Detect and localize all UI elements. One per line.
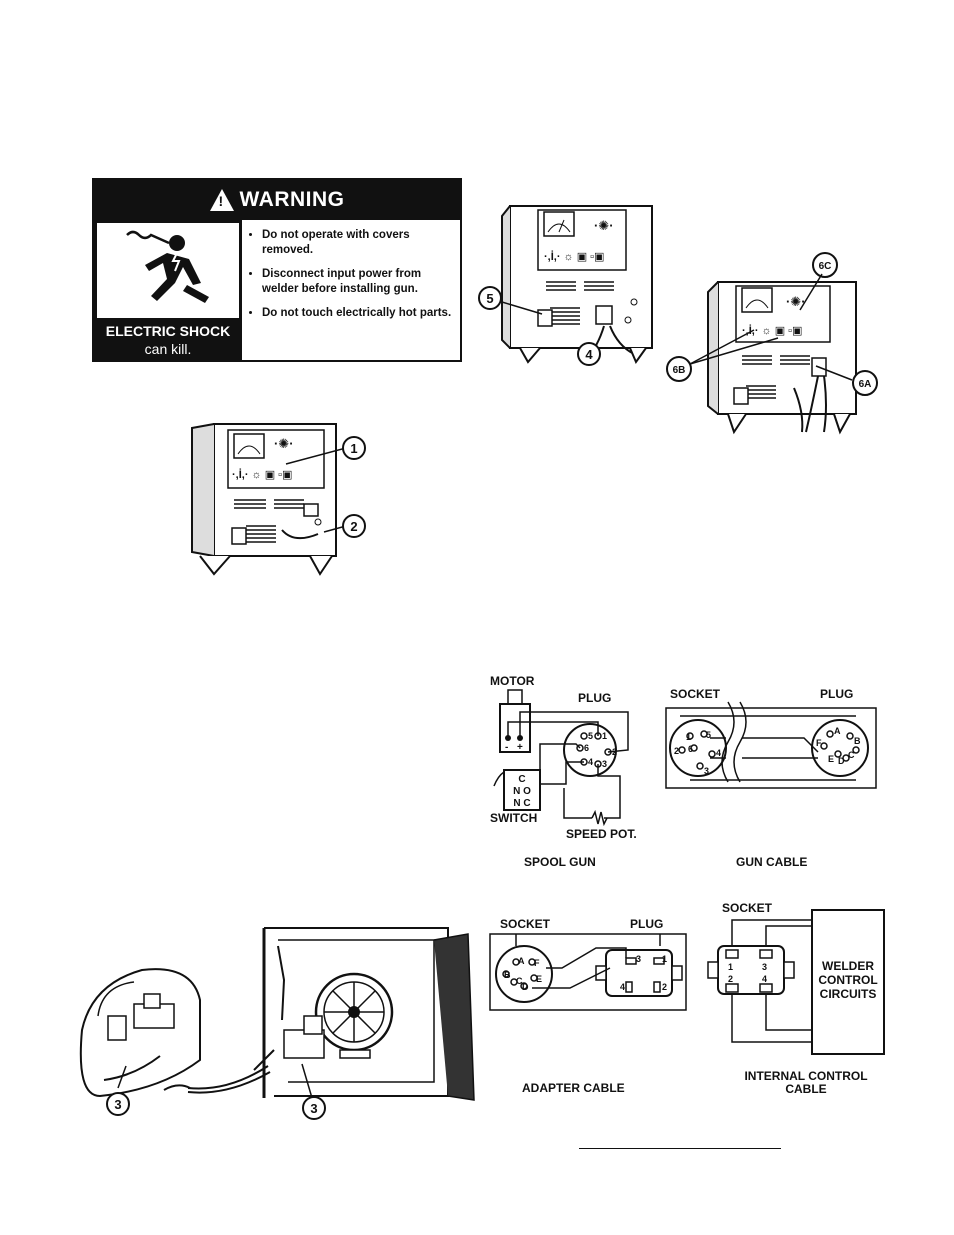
welder-box-line: WELDER — [822, 959, 874, 973]
gun-plug-pin: A — [834, 726, 841, 736]
callout-6a: 6A — [852, 370, 878, 396]
gun-socket-pin: 2 — [674, 746, 679, 756]
callout-2-label: 2 — [350, 519, 357, 534]
warning-triangle-icon: ! — [209, 189, 234, 211]
warning-bullet: Disconnect input power from welder befor… — [262, 267, 454, 297]
callout-3b: 3 — [302, 1096, 326, 1120]
spool-pin: 6 — [584, 743, 589, 753]
svg-text:·,İ,· ☼ ▣ ▫▣: ·,İ,· ☼ ▣ ▫▣ — [232, 468, 292, 481]
divider-rule — [579, 1148, 781, 1149]
spool-pin: 5 — [588, 731, 593, 741]
gun-plug-pin: B — [854, 736, 861, 746]
callout-6b: 6B — [666, 356, 692, 382]
svg-text:·,İ,· ☼ ▣ ▫▣: ·,İ,· ☼ ▣ ▫▣ — [544, 250, 604, 263]
gun-cable-schematic: SOCKET PLUG 1 5 2 6 4 3 A B F E D C GUN … — [665, 687, 877, 869]
hazard-subtext: can kill. — [144, 341, 192, 357]
gun-plug-pin: E — [828, 754, 834, 764]
callout-5-label: 5 — [486, 291, 493, 306]
internal-pin: 1 — [728, 962, 733, 972]
warning-bullet: Do not operate with covers removed. — [262, 228, 454, 258]
welder-front-view-b: ·✺· ·,İ,· ☼ ▣ ▫▣ — [707, 281, 857, 435]
welder-box-line: CIRCUITS — [820, 987, 877, 1001]
welder-front-view-a: ·✺· ·,İ,· ☼ ▣ ▫▣ — [501, 205, 653, 365]
welder-front-view-c: ·✺· ·,İ,· ☼ ▣ ▫▣ — [191, 423, 346, 576]
spool-gun-schematic: MOTOR PLUG -+ 5 1 6 2 4 3 C N O N C SWIT… — [490, 674, 637, 869]
svg-text:·✺·: ·✺· — [274, 436, 294, 451]
motor-label: MOTOR — [490, 674, 535, 688]
svg-text:+: + — [517, 742, 523, 753]
callout-1: 1 — [342, 436, 366, 460]
warning-header: ! WARNING — [94, 180, 460, 220]
callout-5: 5 — [478, 286, 502, 310]
adapter-socket-pin: D — [522, 982, 529, 992]
switch-c: C — [518, 774, 525, 785]
callout-2: 2 — [342, 514, 366, 538]
gun-cable-caption: GUN CABLE — [736, 855, 807, 869]
warning-label: ! WARNING ELECTRIC SHOCK can kill. Do no… — [92, 178, 462, 362]
spool-plug-label: PLUG — [578, 691, 611, 705]
adapter-socket-pin: A — [518, 956, 525, 966]
gun-socket-pin: 3 — [704, 766, 709, 776]
callout-1-label: 1 — [350, 441, 357, 456]
adapter-socket-pin: E — [536, 974, 542, 984]
switch-no: N O — [513, 786, 531, 797]
adapter-plug-pin: 1 — [662, 954, 667, 964]
adapter-socket-label: SOCKET — [500, 917, 551, 931]
svg-text:·,İ,· ☼ ▣ ▫▣: ·,İ,· ☼ ▣ ▫▣ — [742, 324, 802, 337]
speed-pot-label: SPEED POT. — [566, 827, 637, 841]
leader-lines-6 — [689, 273, 853, 381]
svg-text:·✺·: ·✺· — [594, 218, 614, 233]
adapter-plug-label: PLUG — [630, 917, 663, 931]
internal-pin: 2 — [728, 974, 733, 984]
adapter-plug-pin: 4 — [620, 982, 625, 992]
warning-bullet: Do not touch electrically hot parts. — [262, 306, 454, 321]
adapter-cable-schematic: SOCKET PLUG A B F C D E 3 1 4 2 ADAPTER … — [489, 917, 687, 1095]
internal-socket-label: SOCKET — [722, 901, 773, 915]
internal-pin: 4 — [762, 974, 767, 984]
warning-title: WARNING — [239, 188, 345, 211]
electric-shock-panel: ELECTRIC SHOCK can kill. — [94, 220, 242, 360]
internal-pin: 3 — [762, 962, 767, 972]
switch-label: SWITCH — [490, 811, 537, 825]
callout-4: 4 — [577, 342, 601, 366]
warning-instructions: Do not operate with covers removed. Disc… — [242, 220, 460, 360]
internal-control-cable-schematic: SOCKET WELDER CONTROL CIRCUITS 1 3 2 4 I… — [707, 901, 885, 1096]
gun-plug-pin: F — [816, 738, 822, 748]
internal-caption-line2: CABLE — [785, 1082, 826, 1096]
adapter-cable-caption: ADAPTER CABLE — [522, 1081, 625, 1095]
spool-gun-caption: SPOOL GUN — [524, 855, 596, 869]
wire-feeder-interior — [79, 927, 475, 1101]
adapter-socket-pin: F — [534, 958, 540, 968]
callout-3b-label: 3 — [310, 1101, 317, 1116]
callout-6b-label: 6B — [673, 365, 686, 376]
callout-6c: 6C — [812, 252, 838, 278]
callout-6a-label: 6A — [859, 379, 872, 390]
gun-plug-pin: D — [838, 756, 845, 766]
gun-plug-pin: C — [848, 750, 855, 760]
gun-socket-pin: 6 — [688, 744, 693, 754]
gun-socket-pin: 5 — [706, 730, 711, 740]
gun-cable-socket-label: SOCKET — [670, 687, 721, 701]
adapter-socket-pin: B — [504, 970, 511, 980]
svg-text:-: - — [505, 742, 508, 753]
adapter-socket-pin: C — [516, 976, 523, 986]
adapter-plug-pin: 3 — [636, 954, 641, 964]
svg-text:·✺·: ·✺· — [786, 294, 806, 309]
callout-6c-label: 6C — [819, 261, 832, 272]
callout-3a: 3 — [106, 1092, 130, 1116]
spool-pin: 4 — [588, 757, 593, 767]
switch-nc: N C — [513, 798, 530, 809]
callout-4-label: 4 — [585, 347, 593, 362]
gun-cable-plug-label: PLUG — [820, 687, 853, 701]
callout-3a-label: 3 — [114, 1097, 121, 1112]
spool-pin: 1 — [602, 731, 607, 741]
gun-socket-pin: 4 — [716, 748, 721, 758]
internal-caption-line1: INTERNAL CONTROL — [744, 1069, 867, 1083]
adapter-plug-pin: 2 — [662, 982, 667, 992]
welder-box-line: CONTROL — [818, 973, 877, 987]
gun-socket-pin: 1 — [686, 732, 691, 742]
spool-pin: 3 — [602, 759, 607, 769]
electric-shock-figure-icon — [97, 223, 239, 318]
hazard-text: ELECTRIC SHOCK — [105, 323, 231, 339]
